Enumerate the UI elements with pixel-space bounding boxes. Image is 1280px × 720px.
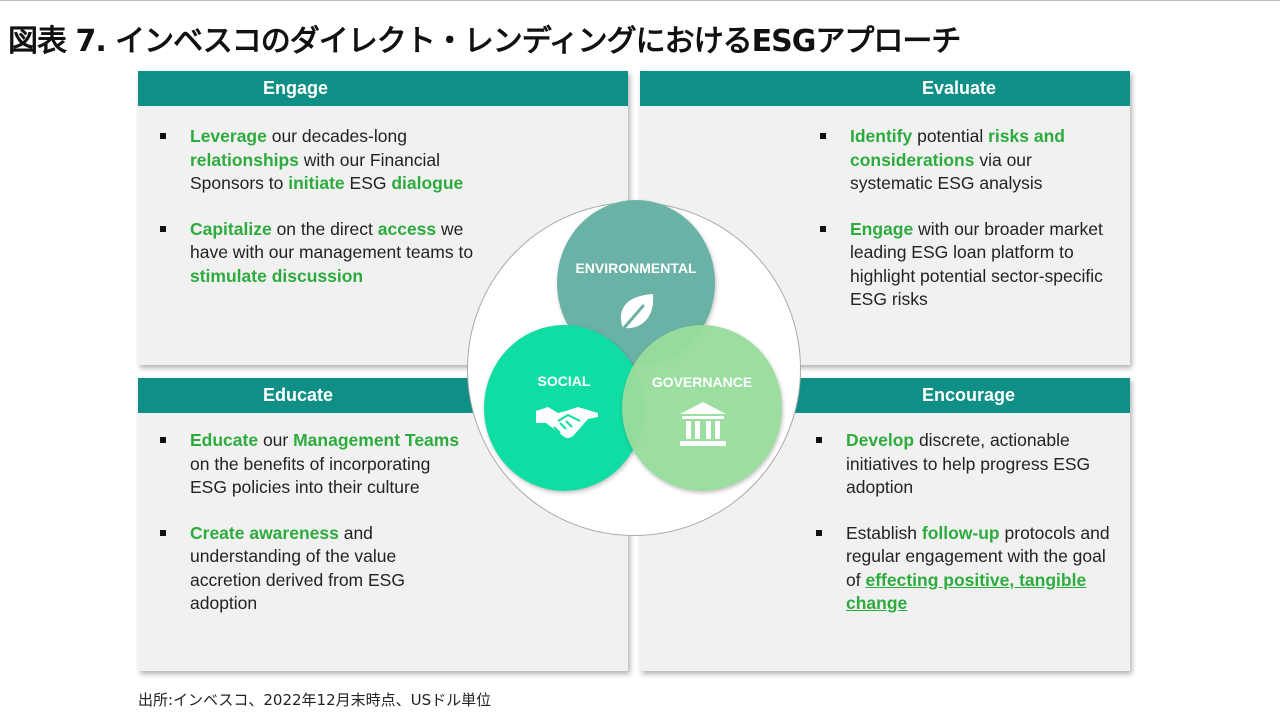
highlighted-text: Create awareness — [190, 522, 339, 543]
bullet-item: Establish follow-up protocols and regula… — [816, 522, 1116, 616]
body-text: Establish — [846, 522, 922, 543]
social-circle: SOCIAL — [484, 325, 644, 491]
bullet-item: Leverage our decades-long relationships … — [160, 125, 480, 196]
body-text: via our systematic ESG analysis — [850, 149, 1043, 194]
panel-evaluate-body: Identify potential risks and considerati… — [820, 125, 1115, 312]
highlighted-text: risks and considerations — [850, 126, 1065, 170]
bullet-list: Educate our Management Teams on the bene… — [160, 429, 460, 616]
highlighted-text: Educate — [190, 430, 259, 450]
body-text: our — [258, 430, 294, 450]
leaf-icon — [615, 294, 654, 338]
bullet-list: Leverage our decades-long relationships … — [160, 125, 480, 288]
highlighted-text: dialogue — [391, 173, 464, 193]
bullet-item: Identify potential risks and considerati… — [820, 125, 1115, 196]
page-title: 図表 7. インベスコのダイレクト・レンディングにおけるESGアプローチ — [8, 24, 961, 59]
body-text: ESG — [344, 173, 392, 193]
highlighted-text: follow-up — [921, 522, 1000, 543]
bullet-item: Create awareness and understanding of th… — [160, 522, 460, 616]
highlighted-text: Leverage — [190, 126, 267, 146]
bullet-list: Develop discrete, actionable initiatives… — [816, 429, 1116, 616]
building-columns-icon — [680, 402, 726, 446]
bullet-square-icon — [816, 529, 822, 536]
panel-evaluate-heading: Evaluate — [640, 71, 1130, 106]
bullet-item: Engage with our broader market leading E… — [820, 218, 1115, 312]
bullet-square-icon — [160, 225, 166, 232]
highlighted-text: Capitalize — [190, 218, 272, 239]
governance-circle: GOVERNANCE — [622, 325, 782, 491]
body-text: on the direct — [271, 218, 378, 239]
bullet-square-icon — [160, 529, 166, 536]
body-text: with our broader market leading ESG loan… — [850, 218, 1103, 310]
highlighted-text: Identify — [850, 126, 913, 146]
bullet-square-icon — [160, 133, 166, 139]
bullet-item: Develop discrete, actionable initiatives… — [816, 429, 1116, 500]
body-text: potential — [912, 126, 989, 146]
bullet-square-icon — [820, 225, 826, 232]
body-text: with our Financial Sponsors to — [190, 149, 440, 194]
bullet-square-icon — [820, 133, 826, 139]
environmental-label: ENVIRONMENTAL — [575, 260, 697, 276]
body-text: discrete, actionable initiatives to help… — [846, 430, 1091, 497]
bullet-item: Capitalize on the direct access we have … — [160, 218, 480, 289]
highlighted-text: Management Teams — [293, 430, 460, 450]
social-label: SOCIAL — [537, 373, 591, 389]
highlighted-text: initiate — [288, 173, 345, 193]
highlighted-text: effecting positive, tangible change — [846, 569, 1087, 614]
bullet-square-icon — [160, 437, 166, 443]
highlighted-text: access — [377, 218, 437, 239]
source-note: 出所:インベスコ、2022年12月末時点、USドル単位 — [138, 691, 492, 709]
panel-engage: Engage Leverage our decades-long relatio… — [138, 71, 628, 365]
bullet-item: Educate our Management Teams on the bene… — [160, 429, 460, 500]
body-text: and understanding of the value accretion… — [190, 522, 405, 614]
bullet-square-icon — [816, 437, 822, 443]
highlighted-text: Develop — [846, 430, 915, 450]
panel-encourage-body: Develop discrete, actionable initiatives… — [816, 429, 1116, 616]
body-text: our decades-long — [266, 126, 407, 146]
panel-engage-heading: Engage — [138, 71, 628, 106]
body-text: on the benefits of incorporating ESG pol… — [190, 453, 431, 498]
body-text: protocols and regular engagement with th… — [846, 522, 1110, 590]
top-rule — [0, 0, 1280, 1]
handshake-icon — [536, 407, 598, 438]
panel-educate-body: Educate our Management Teams on the bene… — [160, 429, 460, 616]
governance-label: GOVERNANCE — [651, 374, 753, 390]
highlighted-text: stimulate discussion — [190, 265, 364, 286]
bullet-list: Identify potential risks and considerati… — [820, 125, 1115, 312]
body-text: we have with our management teams to — [190, 218, 474, 263]
panel-engage-body: Leverage our decades-long relationships … — [160, 125, 480, 288]
highlighted-text: relationships — [190, 149, 299, 170]
highlighted-text: Engage — [850, 218, 914, 239]
